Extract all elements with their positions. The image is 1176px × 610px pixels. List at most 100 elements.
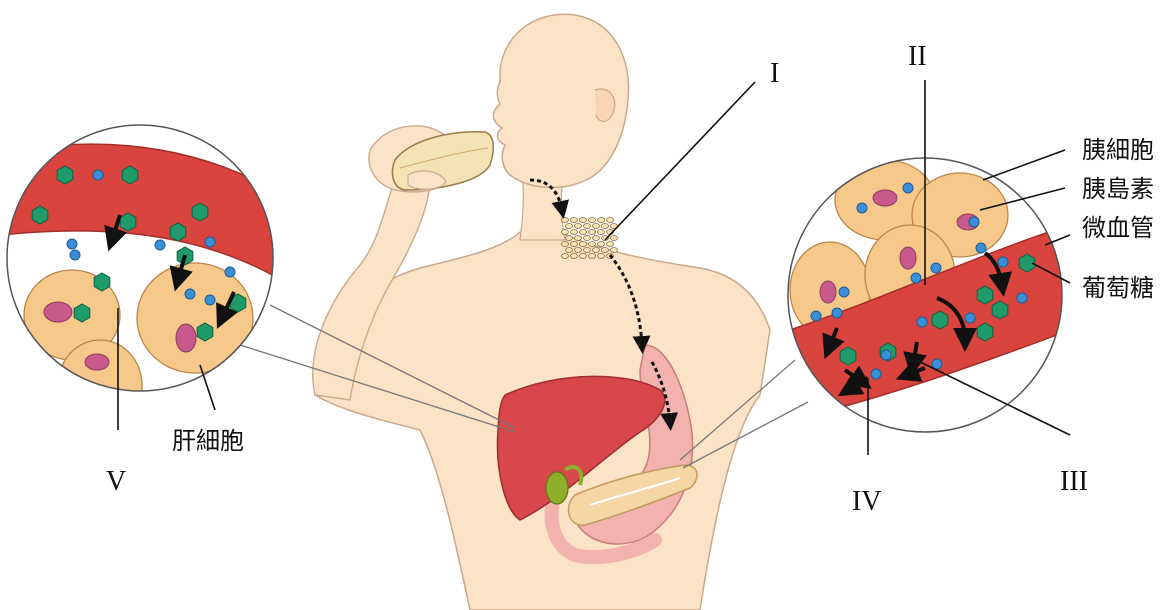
insulin-icon xyxy=(70,250,80,260)
label-capillary: 微血管 xyxy=(1082,214,1154,242)
food-particle xyxy=(593,248,600,253)
food-particle xyxy=(611,248,618,253)
insulin-icon xyxy=(965,313,975,323)
glucose-icon xyxy=(170,223,186,241)
glucose-icon xyxy=(197,323,213,341)
food-particle xyxy=(589,242,596,247)
glucose-icon xyxy=(977,286,993,304)
glucose-icon xyxy=(932,311,948,329)
food-particle xyxy=(566,236,573,241)
insulin-icon xyxy=(205,237,215,247)
liver-cell xyxy=(137,263,253,373)
food-particle xyxy=(602,248,609,253)
label-glucose: 葡萄糖 xyxy=(1082,274,1154,302)
human-body xyxy=(313,14,770,610)
food-particle xyxy=(584,236,591,241)
gallbladder xyxy=(546,472,568,504)
label-liver-cell: 肝細胞 xyxy=(172,427,244,455)
food-particle xyxy=(593,224,600,229)
food-particle xyxy=(593,236,600,241)
food-particle xyxy=(566,224,573,229)
insulin-icon xyxy=(911,273,921,283)
pancreas-magnified-view xyxy=(788,158,1070,432)
food-particle xyxy=(589,230,596,235)
food-particle xyxy=(580,230,587,235)
food-particle xyxy=(562,254,569,259)
food-particle xyxy=(562,242,569,247)
insulin-icon xyxy=(811,311,821,321)
nucleus xyxy=(900,247,916,269)
insulin-icon xyxy=(205,295,215,305)
glucose-icon xyxy=(977,323,993,341)
glucose-icon xyxy=(840,347,856,365)
food-particle xyxy=(580,242,587,247)
glucose-icon xyxy=(74,304,90,322)
food-particle xyxy=(571,242,578,247)
label-insulin: 胰島素 xyxy=(1082,175,1154,203)
glucose-icon xyxy=(992,301,1008,319)
insulin-icon xyxy=(917,317,927,327)
food-particle xyxy=(580,254,587,259)
food-particle xyxy=(589,218,596,223)
food-particle xyxy=(607,218,614,223)
food-particle xyxy=(584,224,591,229)
label-pancreatic-cell: 胰細胞 xyxy=(1082,136,1154,164)
insulin-icon xyxy=(969,217,979,227)
insulin-icon xyxy=(976,243,986,253)
food-particle xyxy=(589,254,596,259)
label-step-1: I xyxy=(770,58,779,89)
label-step-2: II xyxy=(908,41,927,72)
insulin-icon xyxy=(857,203,867,213)
food-particle xyxy=(580,218,587,223)
insulin-icon xyxy=(155,240,165,250)
insulin-icon xyxy=(225,267,235,277)
insulin-icon xyxy=(881,350,891,360)
food-particle xyxy=(602,224,609,229)
glucose-icon xyxy=(192,203,208,221)
nucleus xyxy=(176,324,196,352)
insulin-icon xyxy=(871,369,881,379)
insulin-icon xyxy=(903,183,913,193)
food-particle xyxy=(598,242,605,247)
food-particle xyxy=(575,248,582,253)
label-step-3: III xyxy=(1060,466,1088,497)
food-particle xyxy=(607,242,614,247)
food-particle xyxy=(571,254,578,259)
food-particle xyxy=(598,254,605,259)
insulin-icon xyxy=(1017,293,1027,303)
insulin-icon xyxy=(839,287,849,297)
insulin-icon xyxy=(832,308,842,318)
insulin-icon xyxy=(998,257,1008,267)
food-particle xyxy=(571,218,578,223)
insulin-icon xyxy=(185,289,195,299)
food-particle xyxy=(575,224,582,229)
food-particle xyxy=(598,230,605,235)
insulin-icon xyxy=(931,263,941,273)
glucose-icon xyxy=(32,206,48,224)
label-step-4: IV xyxy=(852,486,882,517)
glucose-icon xyxy=(120,213,136,231)
food-particle xyxy=(598,218,605,223)
food-particle xyxy=(611,236,618,241)
nucleus xyxy=(820,281,836,303)
insulin-icon xyxy=(67,239,77,249)
nucleus xyxy=(85,354,109,370)
food-particle xyxy=(562,230,569,235)
nucleus xyxy=(44,302,72,322)
food-particle xyxy=(571,230,578,235)
food-particle xyxy=(566,248,573,253)
food-particle xyxy=(562,218,569,223)
liver-magnified-view xyxy=(0,125,290,430)
nucleus xyxy=(873,190,897,206)
glucose-icon xyxy=(57,166,73,184)
glucose-icon xyxy=(94,273,110,291)
glucose-icon xyxy=(122,166,138,184)
food-particle xyxy=(575,236,582,241)
insulin-icon xyxy=(93,170,103,180)
label-step-5: V xyxy=(106,466,126,497)
food-particle xyxy=(584,248,591,253)
leader-pancreatic-cell xyxy=(983,150,1065,180)
insulin-icon xyxy=(932,359,942,369)
